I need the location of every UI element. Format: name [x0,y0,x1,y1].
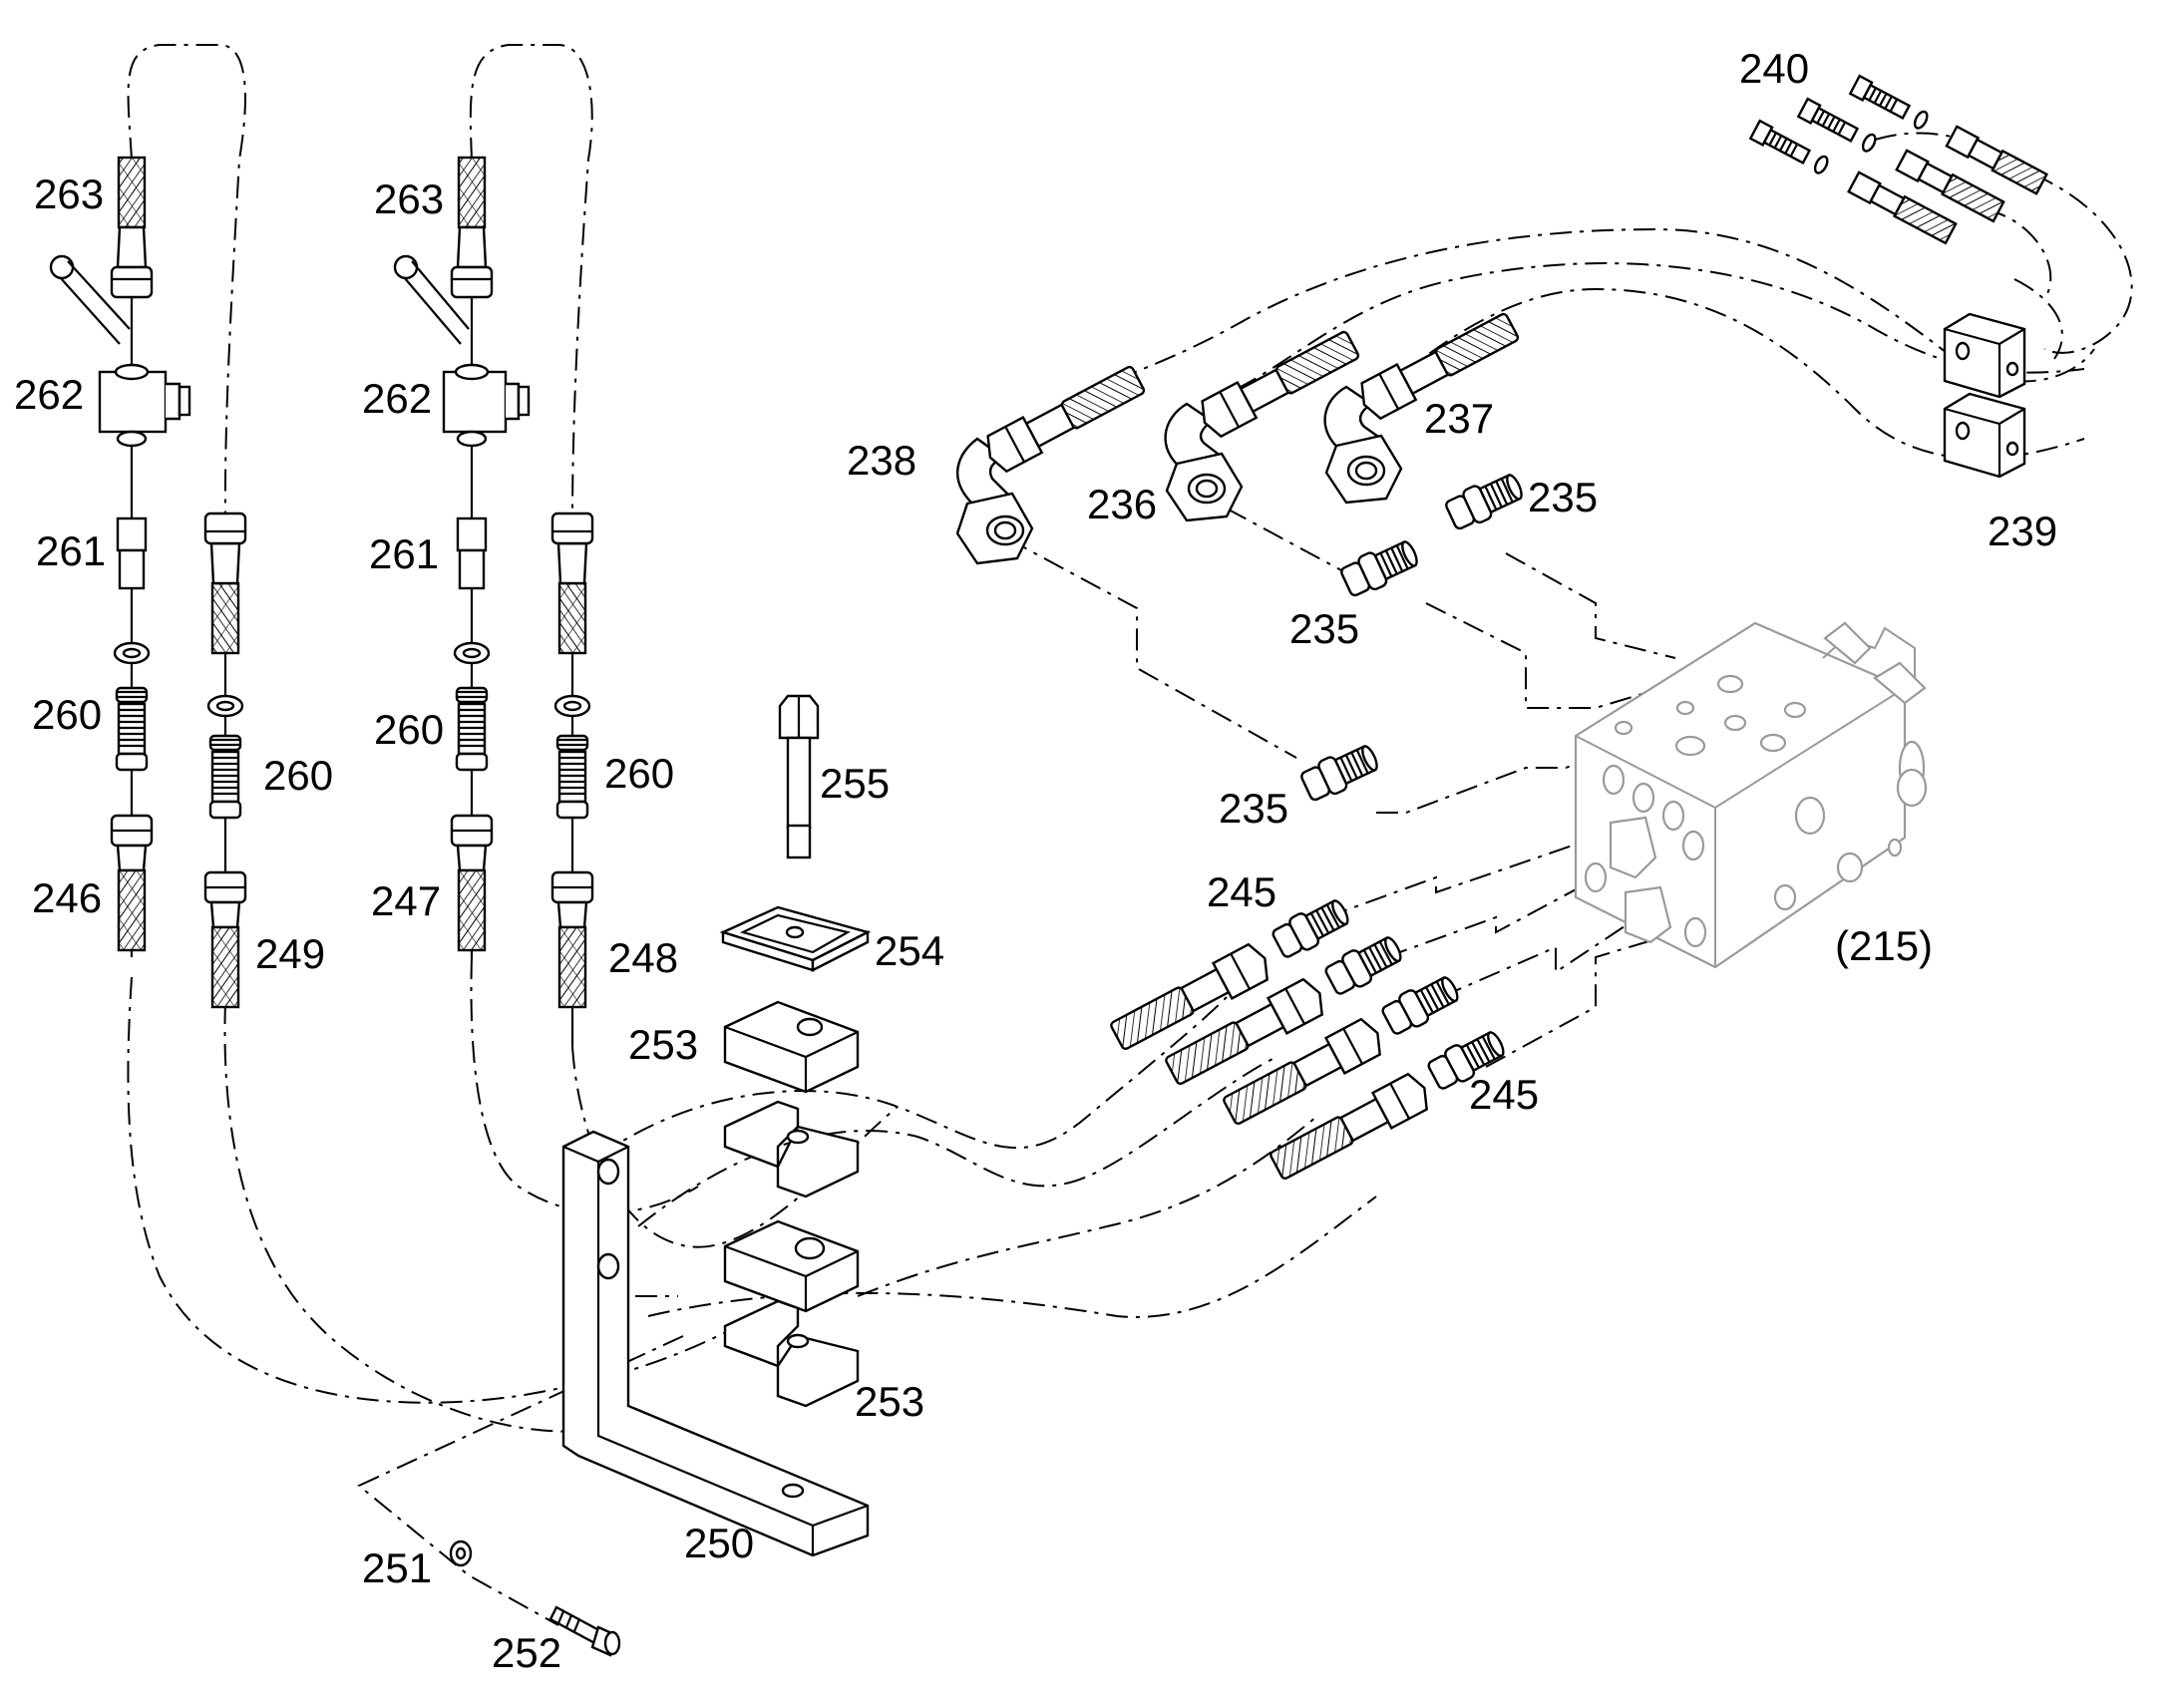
washer-251 [449,1539,473,1567]
callout-252: 252 [492,1629,561,1676]
clamp-253-lower [723,1219,860,1408]
callout-253-b: 253 [855,1378,924,1425]
left-hose-assembly-b [393,156,594,1047]
callout-262-b: 262 [362,375,432,422]
fitting-235-c [1297,738,1383,806]
callout-labels: 263 262 261 260 260 246 249 263 262 261 … [14,45,2057,1676]
fittings-240 [1748,74,2048,245]
callout-254: 254 [875,927,944,974]
callout-249: 249 [255,930,325,977]
bracket-250 [561,1130,870,1557]
fitting-235-a [1442,467,1528,534]
callout-260-c: 260 [374,706,444,753]
callout-262-a: 262 [14,371,84,418]
callout-237: 237 [1424,395,1494,442]
callout-240: 240 [1739,45,1809,92]
callout-236: 236 [1087,481,1157,527]
bolt-255 [778,694,820,859]
callout-263-b: 263 [374,175,444,222]
callout-253-a: 253 [628,1021,698,1068]
elbow-hose-238 [955,360,1149,565]
callout-260-a: 260 [32,691,102,738]
callout-261-a: 261 [36,527,106,574]
elbow-hose-237 [1323,307,1523,505]
callout-215: (215) [1835,922,1933,969]
valve-block-215 [1574,621,1928,969]
callout-239: 239 [1988,508,2057,554]
plate-254 [719,905,872,972]
callout-248: 248 [608,934,678,981]
callout-235-a: 235 [1528,474,1598,520]
callout-245-a: 245 [1207,868,1276,915]
callout-255: 255 [820,760,890,807]
callout-247: 247 [371,877,441,924]
elbow-hose-236 [1164,325,1363,522]
callout-238: 238 [847,437,916,484]
callout-263-a: 263 [34,171,104,217]
callout-251: 251 [362,1544,432,1591]
valve-262-b [393,254,531,448]
fitting-235-b [1337,533,1423,601]
callout-260-b: 260 [263,752,333,799]
clamp-253-upper [723,1000,860,1198]
callout-246: 246 [32,874,102,921]
callout-245-b: 245 [1469,1071,1539,1118]
left-hose-assembly-a [49,156,247,1009]
callout-261-b: 261 [369,530,439,577]
callout-235-b: 235 [1289,605,1359,652]
callout-250: 250 [684,1520,754,1566]
callout-260-d: 260 [604,750,674,797]
screw-252 [548,1605,621,1657]
blocks-239 [1943,312,2026,479]
valve-262-a [49,254,191,448]
hoses-245 [1106,892,1510,1186]
callout-235-c: 235 [1219,785,1288,832]
